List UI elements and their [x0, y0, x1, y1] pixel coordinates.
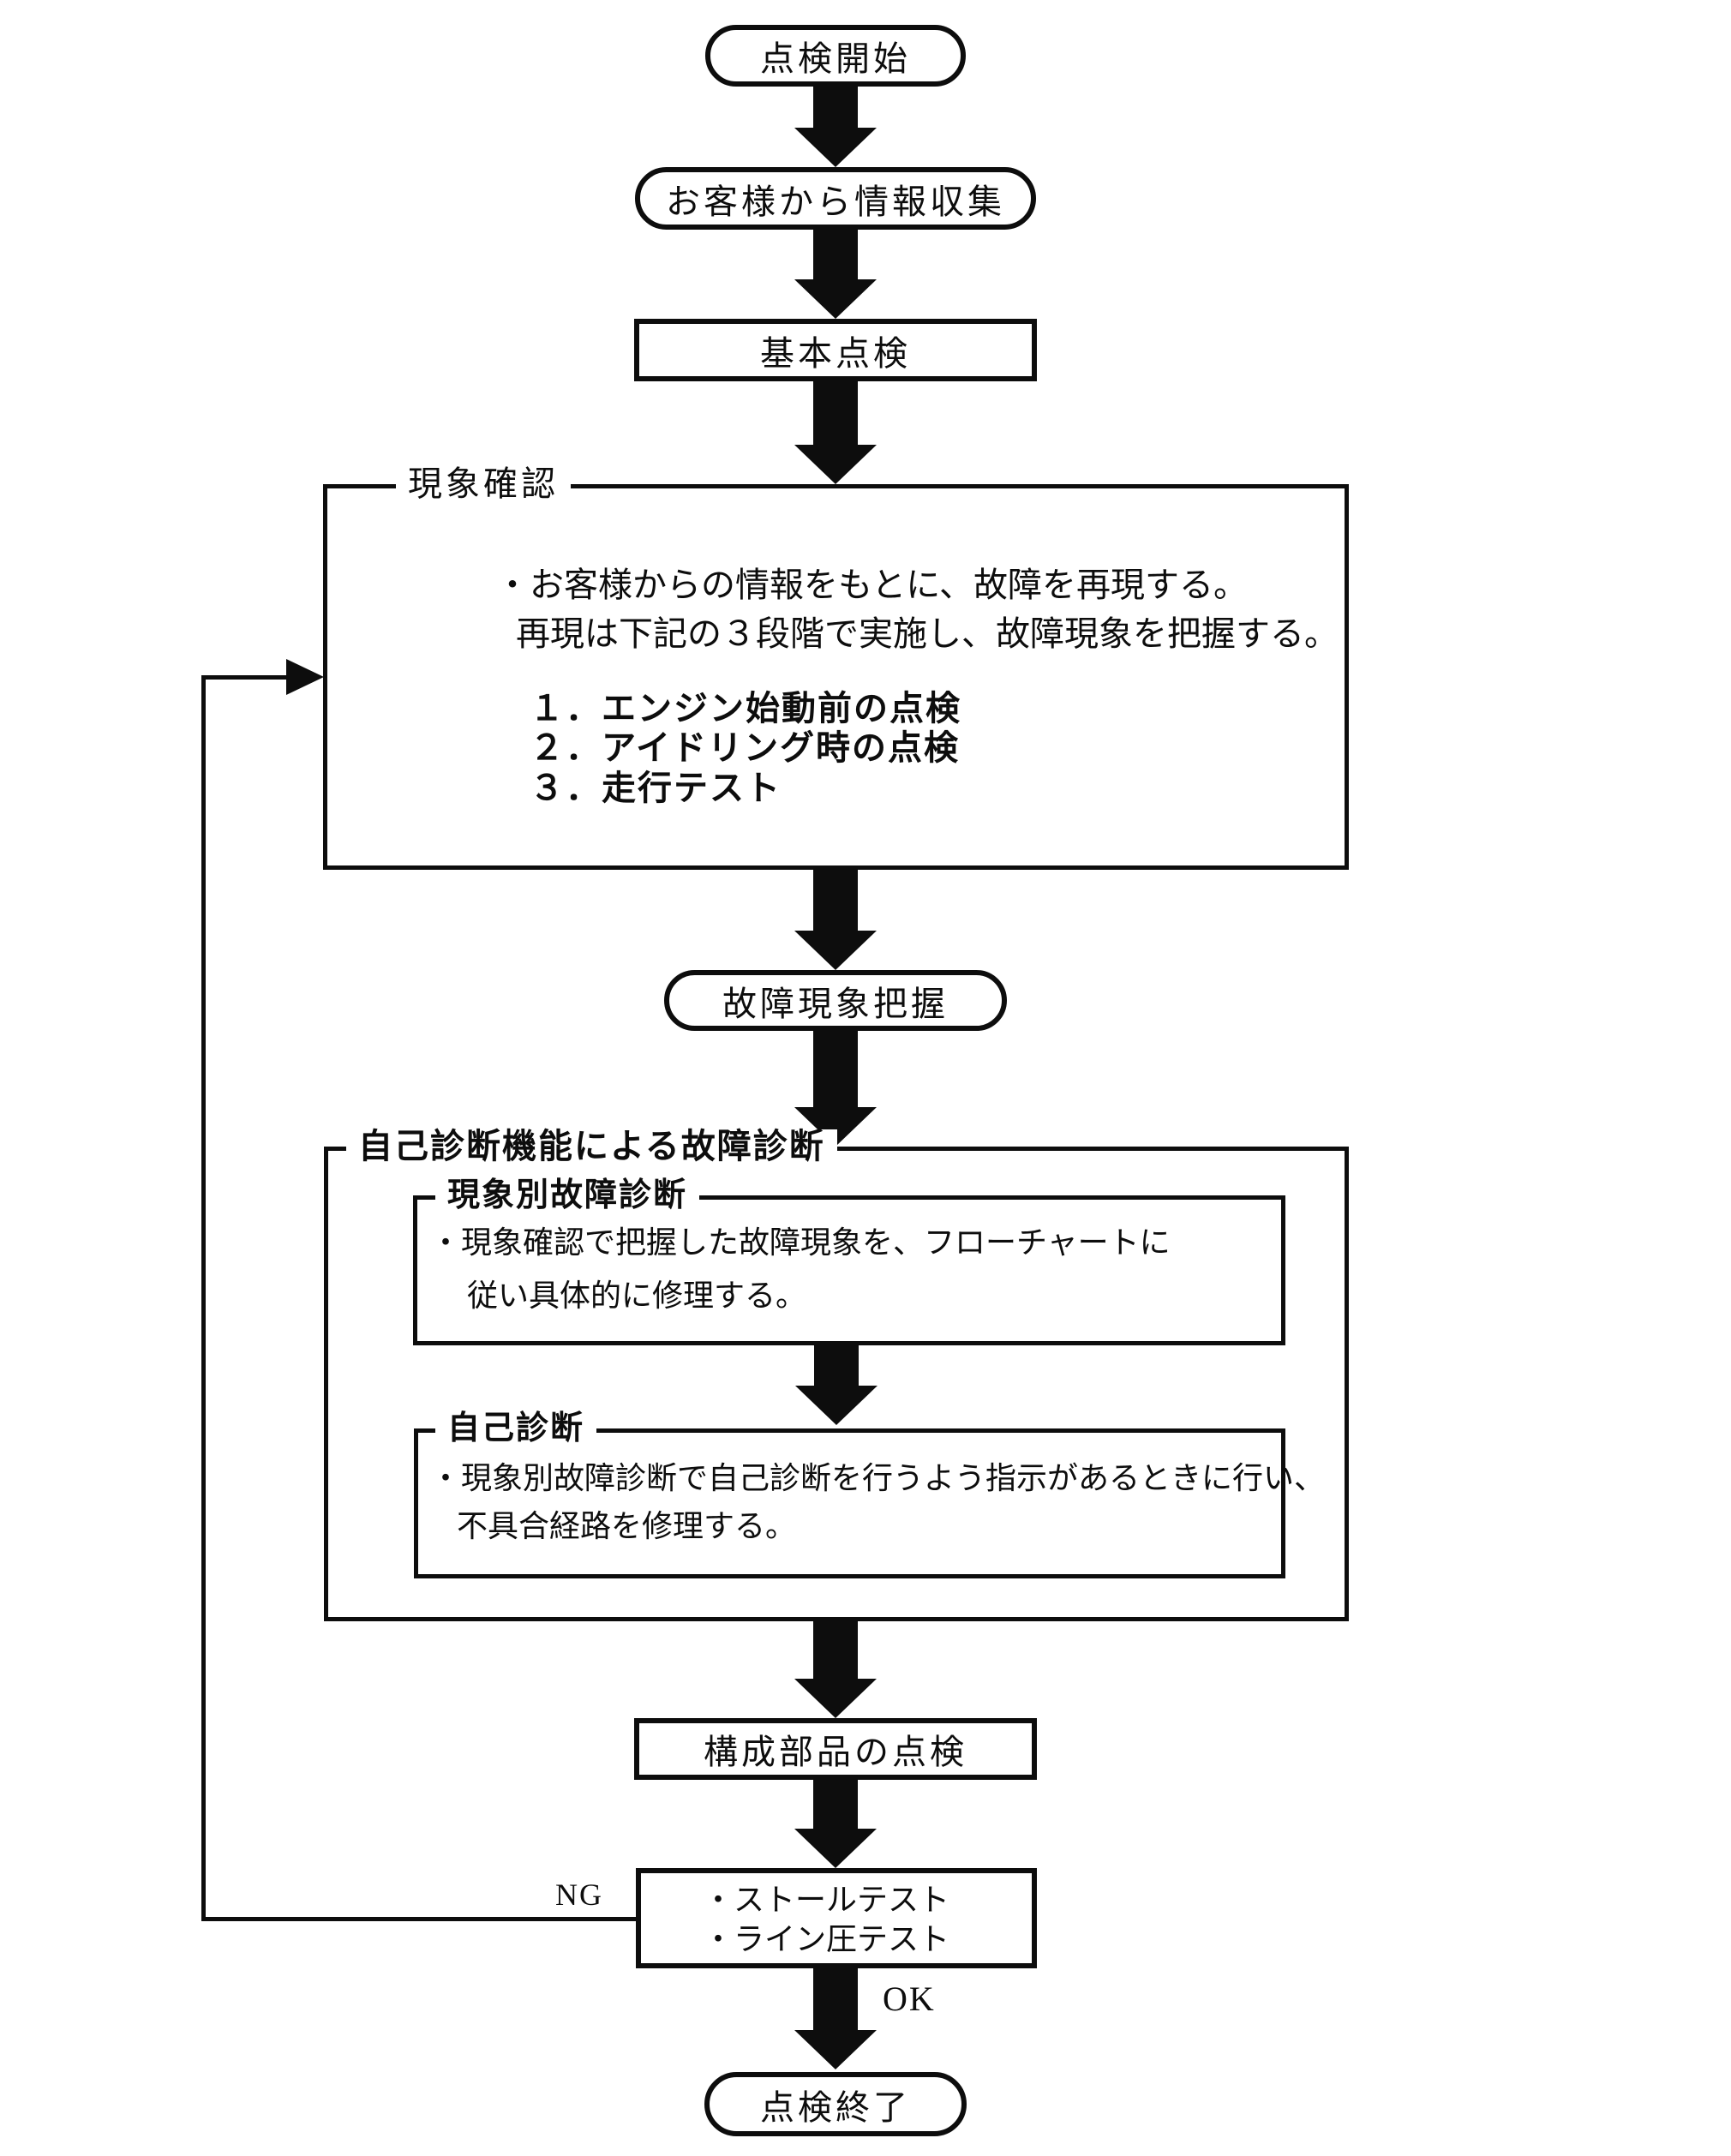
arrow-head [794, 279, 877, 319]
arrow-shaft [813, 381, 858, 445]
arrow-head [794, 128, 877, 167]
phenomenon-step-1: １．エンジン始動前の点検 [530, 690, 961, 728]
arrow-shaft [813, 870, 858, 931]
flow-arrow-down-icon [794, 87, 877, 167]
end-terminal-label: 点検終了 [760, 2087, 911, 2127]
self-diag-line1: ・現象別故障診断で自己診断を行うよう指示があるときに行い、 [430, 1461, 1326, 1495]
start-terminal-label: 点検開始 [760, 39, 911, 78]
flow-arrow-down-icon [794, 1031, 877, 1147]
arrow-head [794, 2030, 877, 2069]
basic-check-label: 基本点検 [760, 333, 911, 373]
arrow-shaft [813, 87, 858, 128]
grasp-phenomenon-label: 故障現象把握 [722, 984, 949, 1023]
arrow-shaft [813, 230, 858, 279]
flow-arrow-down-icon [794, 1968, 877, 2069]
basic-check-process: 基本点検 [634, 319, 1037, 381]
arrow-head [794, 931, 877, 970]
final-tests-box [636, 1868, 1037, 1968]
self-diag-line2: 不具合経路を修理する。 [457, 1509, 797, 1543]
by-phenomenon-diagnosis-title: 現象別故障診断 [435, 1179, 700, 1212]
collect-info-label: お客様から情報収集 [666, 182, 1005, 221]
grasp-phenomenon-terminal: 故障現象把握 [664, 970, 1007, 1031]
arrow-shaft [813, 1621, 858, 1679]
stall-test-item: ・ストールテスト [703, 1883, 950, 1917]
flow-arrow-down-icon [795, 1345, 877, 1425]
feedback-line-vertical [201, 675, 206, 1921]
phenomenon-step-3: ３．走行テスト [530, 770, 782, 807]
ng-branch-label: NG [555, 1878, 603, 1912]
flow-arrow-down-icon [794, 870, 877, 970]
flow-arrow-down-icon [794, 1780, 877, 1868]
flow-arrow-down-icon [794, 1621, 877, 1718]
by-phenomenon-diagnosis-box [413, 1195, 1285, 1345]
arrow-shaft [813, 1968, 858, 2030]
end-terminal: 点検終了 [704, 2072, 967, 2136]
self-diag-inner-title: 自己診断 [435, 1412, 597, 1445]
phenomenon-desc-line2: 再現は下記の３段階で実施し、故障現象を把握する。 [516, 614, 1339, 653]
self-diagnosis-title: 自己診断機能による故障診断 [346, 1129, 837, 1164]
phenomenon-step-2: ２．アイドリング時の点検 [530, 729, 960, 767]
flow-arrow-down-icon [794, 230, 877, 319]
component-check-process: 構成部品の点検 [634, 1718, 1037, 1780]
arrow-head [794, 1829, 877, 1868]
feedback-line-bottom [201, 1917, 638, 1921]
feedback-arrow-right-icon [286, 659, 324, 695]
start-terminal: 点検開始 [705, 25, 966, 87]
arrow-head [794, 1679, 877, 1718]
ok-branch-label: OK [883, 1979, 936, 2018]
flow-arrow-down-icon [794, 381, 877, 484]
phenomenon-check-title: 現象確認 [396, 467, 571, 501]
by-phenomenon-line1: ・現象確認で把握した故障現象を、フローチャートに [430, 1225, 1171, 1260]
line-pressure-test-item: ・ライン圧テスト [703, 1922, 950, 1956]
arrow-head [795, 1386, 877, 1425]
collect-info-terminal: お客様から情報収集 [635, 167, 1036, 230]
phenomenon-desc-line1: ・お客様からの情報をもとに、故障を再現する。 [495, 566, 1248, 604]
arrow-shaft [814, 1345, 859, 1386]
feedback-line-top [201, 675, 289, 680]
arrow-shaft [813, 1780, 858, 1829]
component-check-label: 構成部品の点検 [704, 1733, 967, 1771]
self-diag-inner-box [414, 1428, 1285, 1578]
arrow-shaft [813, 1031, 858, 1107]
by-phenomenon-line2: 従い具体的に修理する。 [467, 1279, 807, 1313]
phenomenon-check-box [323, 484, 1349, 870]
arrow-head [794, 445, 877, 484]
